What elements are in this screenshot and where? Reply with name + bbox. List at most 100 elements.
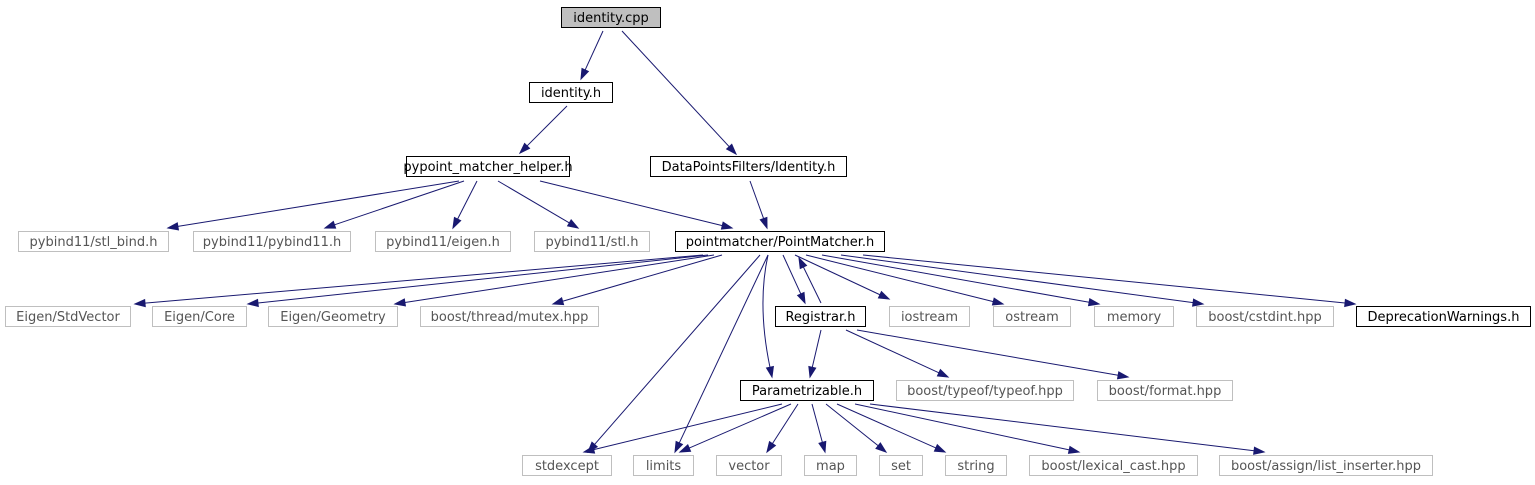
- edge-arrowhead: [1344, 298, 1357, 308]
- node-box: [534, 231, 650, 252]
- node-box: [675, 231, 885, 252]
- edge-parametrizable_h-to-string: [836, 403, 947, 453]
- node-box: [1094, 306, 1174, 327]
- edge-registrar_h-to-parametrizable_h: [808, 329, 822, 379]
- edge-line: [593, 403, 783, 451]
- node-label: DeprecationWarnings.h: [1368, 310, 1520, 325]
- edge-arrowhead: [323, 220, 337, 229]
- node-box: [522, 455, 612, 476]
- edge-arrowhead: [393, 298, 407, 307]
- edge-arrowhead: [720, 221, 734, 230]
- edge-line: [334, 180, 465, 226]
- edge-line: [782, 254, 802, 295]
- edge-arrowhead: [766, 440, 777, 454]
- node-box: [420, 306, 599, 327]
- node-boost-assign: boost/assign/list_inserter.hpp: [1219, 455, 1433, 476]
- node-pointmatcher-h[interactable]: pointmatcher/PointMatcher.h: [675, 231, 885, 252]
- edge-parametrizable_h-to-vector: [766, 403, 799, 454]
- node-box: [561, 7, 661, 28]
- node-pypoint-helper[interactable]: pypoint_matcher_helper.h: [403, 156, 573, 177]
- edge-line: [144, 254, 704, 304]
- edge-parametrizable_h-to-stdexcept: [582, 403, 783, 454]
- node-box: [1029, 455, 1198, 476]
- edge-arrowhead: [1116, 371, 1130, 380]
- edge-pointmatcher_h-to-eigen_stdvector: [133, 254, 704, 308]
- node-limits: limits: [633, 455, 694, 476]
- node-box: [1356, 306, 1531, 327]
- node-box: [896, 380, 1074, 401]
- edge-registrar_h-to-boost_format: [856, 329, 1130, 380]
- node-label: vector: [728, 459, 770, 474]
- edge-arrowhead: [877, 290, 891, 300]
- node-label: pybind11/stl.h: [545, 235, 638, 250]
- edge-line: [526, 105, 568, 147]
- edge-pointmatcher_h-to-iostream: [794, 254, 891, 300]
- node-memory: memory: [1094, 306, 1174, 327]
- edge-pointmatcher_h-to-parametrizable_h: [762, 254, 774, 379]
- node-label: pypoint_matcher_helper.h: [403, 160, 572, 175]
- edge-pointmatcher_h-to-stdexcept: [587, 254, 761, 454]
- edge-line: [805, 254, 994, 303]
- edge-line: [825, 403, 879, 447]
- edge-arrowhead: [765, 365, 774, 379]
- edge-arrowhead: [875, 442, 888, 453]
- edge-arrowhead: [518, 142, 531, 155]
- edge-pointmatcher_h-to-ostream: [805, 254, 1005, 306]
- edge-arrowhead: [678, 443, 692, 453]
- edge-arrowhead: [1192, 298, 1205, 307]
- node-iostream: iostream: [889, 306, 970, 327]
- edge-arrowhead: [551, 297, 565, 306]
- node-box: [152, 306, 247, 327]
- edge-arrowhead: [725, 143, 738, 156]
- node-label: Registrar.h: [785, 310, 855, 325]
- node-label: Eigen/StdVector: [16, 310, 120, 325]
- node-box: [193, 231, 351, 252]
- node-label: boost/assign/list_inserter.hpp: [1231, 459, 1421, 474]
- edge-pypoint_helper-to-pybind11_h: [323, 180, 465, 229]
- node-deprecation[interactable]: DeprecationWarnings.h: [1356, 306, 1531, 327]
- edge-arrowhead: [933, 443, 947, 453]
- node-identity-h[interactable]: identity.h: [529, 82, 613, 103]
- node-box: [775, 306, 866, 327]
- edge-pointmatcher_h-to-boost_cstdint: [840, 254, 1205, 307]
- node-label: identity.cpp: [573, 11, 649, 26]
- node-label: pybind11/stl_bind.h: [30, 235, 158, 250]
- edge-arrowhead: [580, 67, 590, 81]
- edge-line: [584, 30, 604, 71]
- node-dpf-identity-h[interactable]: DataPointsFilters/Identity.h: [650, 156, 847, 177]
- node-boost-format: boost/format.hpp: [1097, 380, 1233, 401]
- edge-arrowhead: [796, 291, 806, 305]
- node-label: boost/format.hpp: [1109, 384, 1222, 399]
- node-box: [716, 455, 782, 476]
- node-label: ostream: [1005, 310, 1059, 325]
- node-label: map: [816, 459, 845, 474]
- edge-line: [749, 180, 765, 219]
- edge-arrowhead: [798, 256, 808, 270]
- node-box: [889, 306, 970, 327]
- edge-pointmatcher_h-to-limits: [674, 254, 769, 454]
- node-label: boost/cstdint.hpp: [1208, 310, 1322, 325]
- edge-pointmatcher_h-to-eigen_geometry: [393, 254, 715, 307]
- edge-pointmatcher_h-to-deprecation: [862, 254, 1357, 308]
- edge-pypoint_helper-to-eigen_h: [452, 180, 478, 230]
- node-box: [1219, 455, 1433, 476]
- node-label: boost/thread/mutex.hpp: [431, 310, 589, 325]
- edge-line: [177, 180, 460, 227]
- node-parametrizable-h[interactable]: Parametrizable.h: [740, 380, 874, 401]
- node-identity-cpp[interactable]: identity.cpp: [561, 7, 661, 28]
- node-stdexcept: stdexcept: [522, 455, 612, 476]
- edge-line: [869, 403, 1255, 452]
- edge-dpf_identity_h-to-pointmatcher_h: [749, 180, 768, 230]
- edge-line: [845, 329, 940, 374]
- node-eigen-stdvector: Eigen/StdVector: [5, 306, 131, 327]
- edge-parametrizable_h-to-set: [825, 403, 888, 453]
- node-box: [650, 156, 847, 177]
- node-label: boost/lexical_cast.hpp: [1041, 459, 1185, 474]
- node-label: stdexcept: [535, 459, 599, 474]
- node-box: [268, 306, 398, 327]
- node-registrar-h[interactable]: Registrar.h: [775, 306, 866, 327]
- node-box: [993, 306, 1071, 327]
- edge-line: [404, 254, 715, 303]
- node-eigen-h: pybind11/eigen.h: [375, 231, 511, 252]
- edge-arrowhead: [566, 219, 580, 229]
